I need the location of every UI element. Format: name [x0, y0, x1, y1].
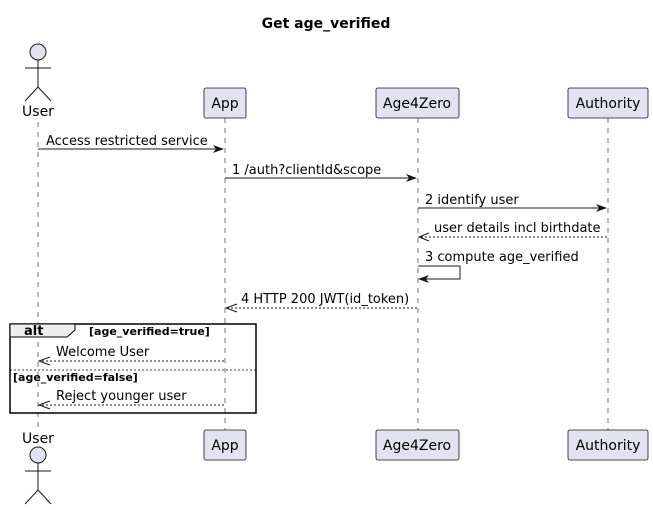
participant-app-bottom: App	[203, 429, 247, 461]
actor-figure-icon	[24, 43, 52, 102]
message-2: 1 /auth?clientId&scope	[225, 163, 417, 182]
fragment-guard-2: [age_verified=false]	[13, 371, 138, 384]
message-8: Reject younger user	[37, 389, 224, 410]
alt-fragment: alt [age_verified=true] [age_verified=fa…	[9, 323, 257, 414]
message-label: 2 identify user	[425, 193, 519, 208]
participant-authority-bottom: Authority	[567, 429, 649, 461]
message-4: user details incl birthdate	[417, 221, 607, 242]
participant-user-bottom: User	[22, 431, 54, 505]
message-label: 3 compute age_verified	[425, 250, 579, 265]
participant-age4zero-bottom: Age4Zero	[375, 429, 460, 461]
message-7: Welcome User	[37, 345, 224, 366]
fragment-guard-1: [age_verified=true]	[89, 325, 210, 338]
participant-label-age4zero-bottom: Age4Zero	[383, 438, 451, 454]
actor-figure-icon	[24, 446, 52, 505]
participant-label-authority: Authority	[576, 96, 641, 112]
participant-label-user-bottom: User	[22, 431, 54, 447]
message-label: Welcome User	[56, 345, 150, 360]
participant-user-top: User	[22, 43, 54, 120]
message-label: 4 HTTP 200 JWT(id_token)	[241, 292, 409, 307]
participant-label-user: User	[22, 104, 54, 120]
message-label: Access restricted service	[46, 134, 208, 149]
participant-age4zero-top: Age4Zero	[375, 87, 460, 119]
participant-label-app: App	[211, 96, 238, 112]
message-label: 1 /auth?clientId&scope	[232, 163, 381, 178]
participant-label-app-bottom: App	[211, 438, 238, 454]
message-label: Reject younger user	[56, 389, 187, 404]
participant-app-top: App	[203, 87, 247, 119]
message-1: Access restricted service	[38, 134, 224, 153]
participant-label-age4zero: Age4Zero	[383, 96, 451, 112]
message-3: 2 identify user	[418, 193, 607, 212]
diagram-title: Get age_verified	[262, 16, 391, 32]
fragment-keyword: alt	[24, 324, 43, 339]
message-6: 4 HTTP 200 JWT(id_token)	[224, 292, 417, 313]
participant-label-authority-bottom: Authority	[576, 438, 641, 454]
participant-authority-top: Authority	[567, 87, 649, 119]
message-label: user details incl birthdate	[434, 221, 601, 236]
message-5: 3 compute age_verified	[418, 250, 579, 283]
